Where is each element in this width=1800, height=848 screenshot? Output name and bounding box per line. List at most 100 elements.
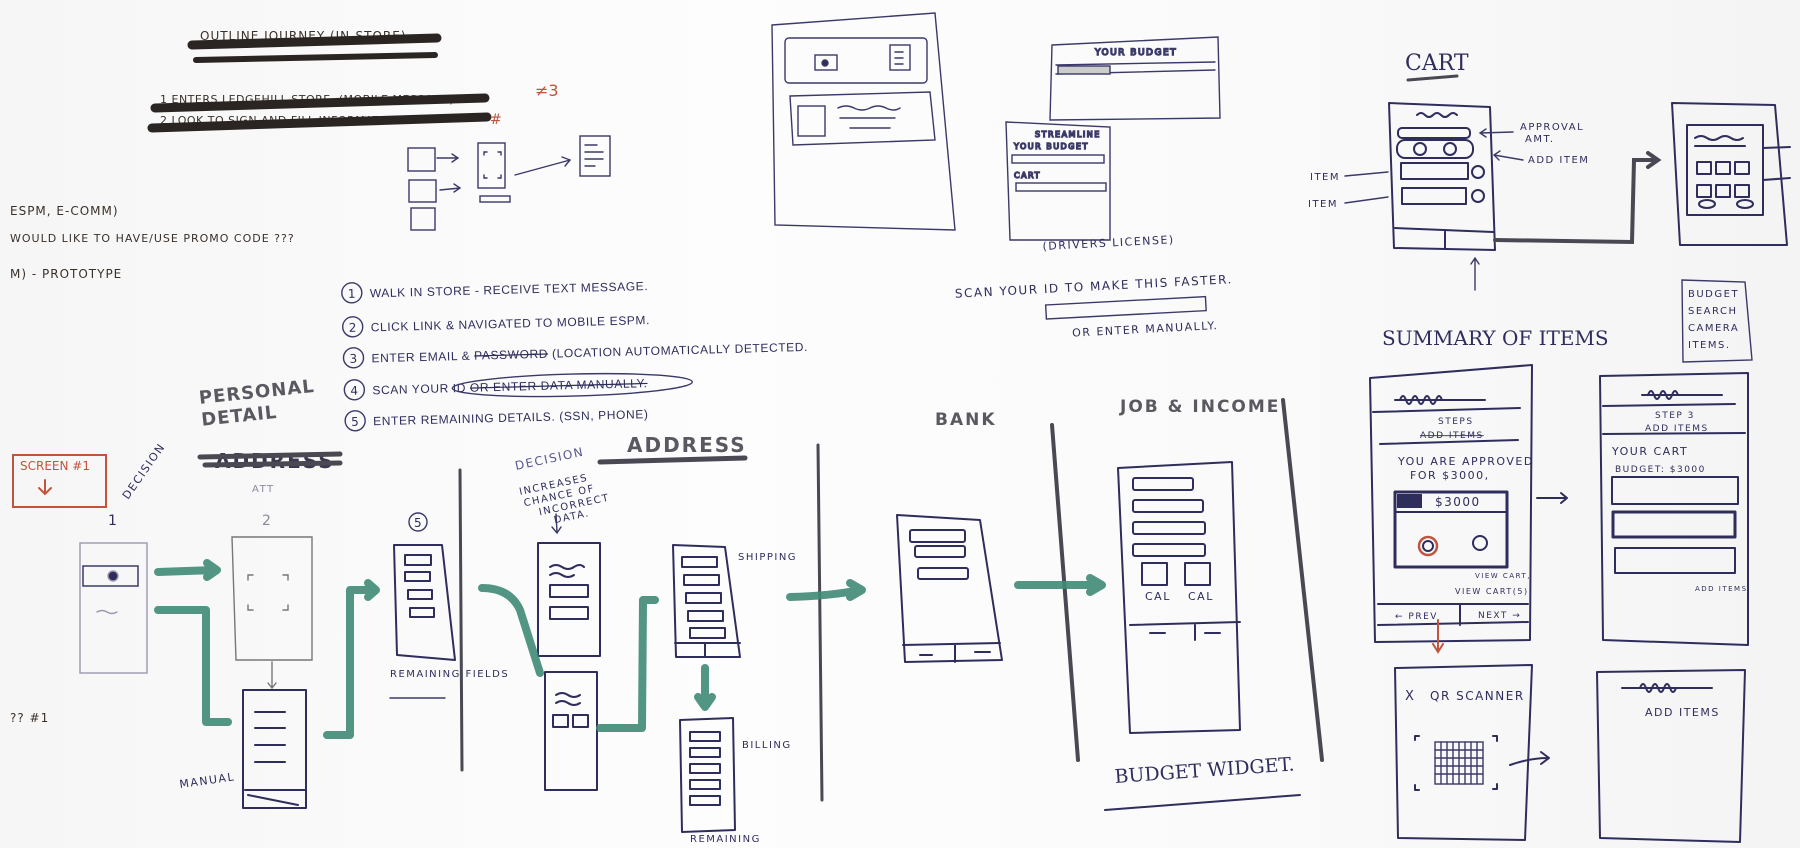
your-budget-label: YOUR BUDGET <box>1013 142 1089 151</box>
add-items-button[interactable]: ADD ITEMS <box>1695 585 1748 593</box>
add-items-label: ADD ITEMS <box>1645 424 1709 434</box>
arrow-down-icon <box>38 479 52 496</box>
screen-manual <box>242 689 307 809</box>
view-cart-link[interactable]: VIEW CART(5) <box>1455 587 1529 596</box>
arrow-icon <box>1344 171 1389 177</box>
decision-label: DECISION <box>514 445 586 473</box>
add-items-title: ADD ITEMS <box>1645 706 1720 719</box>
flow-connector <box>1493 151 1662 245</box>
steps-list: 1 WALK IN STORE - RECEIVE TEXT MESSAGE. … <box>341 279 808 432</box>
amount-label: $3000 <box>1435 495 1481 509</box>
budget-label: BUDGET: $3000 <box>1615 465 1706 475</box>
circle-number: 1 <box>108 513 118 529</box>
your-cart-label: YOUR CART <box>1611 445 1688 458</box>
item-label: ITEM <box>1308 199 1338 210</box>
manual-label: MANUAL <box>179 770 236 791</box>
underline <box>1406 74 1459 82</box>
arrow-up-icon <box>1470 256 1480 291</box>
close-icon[interactable]: X <box>1405 689 1415 704</box>
mini-flow-sketch <box>407 135 611 231</box>
screen-scan <box>231 536 313 690</box>
header-struck: OUTLINE JOURNEY (IN-STORE) 1 ENTERS LEDG… <box>147 29 559 133</box>
circled-annotation <box>451 372 693 398</box>
struck-label: VIEW CART, <box>1475 572 1531 580</box>
remaining-label: REMAINING <box>690 834 761 845</box>
section-heading: BANK <box>935 410 997 430</box>
screen-address-a <box>537 542 601 657</box>
screen-remaining-fields <box>393 544 456 661</box>
billing-label: BILLING <box>742 740 792 751</box>
address-section: DECISION ADDRESS INCREASESCHANCE OFINCOR… <box>478 433 797 845</box>
section-divider <box>1050 423 1080 762</box>
screen-add-items: ADD ITEMS <box>1596 669 1746 843</box>
step-number: 2 <box>349 321 359 335</box>
shipping-label: SHIPPING <box>738 552 797 563</box>
budget-title: YOUR BUDGET <box>1094 48 1177 58</box>
step-3: 3 ENTER EMAIL & PASSWORD (LOCATION AUTOM… <box>342 340 808 369</box>
arrow-left-icon <box>1492 150 1524 161</box>
flow-arrow <box>694 664 716 711</box>
flow-arrow <box>478 584 544 677</box>
note-line: ?? #1 <box>10 711 49 725</box>
streamline-label: STREAMLINE <box>1035 130 1101 139</box>
cal-label: CAL <box>1145 590 1171 603</box>
flow-arrow <box>154 559 221 581</box>
cal-label: CAL <box>1188 590 1214 603</box>
red-note-text: SCREEN #1 <box>20 459 90 473</box>
circle-number: 5 <box>414 516 423 530</box>
qr-title: QR SCANNER <box>1430 689 1525 703</box>
step-1: 1 WALK IN STORE - RECEIVE TEXT MESSAGE. <box>341 279 649 304</box>
personal-detail-section: ADDRESS SCREEN #1 DECISION 1 ATT 2 5 MAN… <box>12 441 509 809</box>
flow-arrow <box>323 579 380 739</box>
circle-number: 2 <box>262 513 272 529</box>
arrow-down-icon <box>1432 619 1444 654</box>
red-note-box <box>12 454 107 508</box>
arrow-left-icon <box>1478 128 1514 138</box>
cart-label: CART <box>1014 171 1041 180</box>
bank-section: BANK <box>896 410 1003 663</box>
section-heading: JOB & INCOME <box>1119 397 1280 417</box>
step-number: 5 <box>351 415 361 429</box>
step-number: 3 <box>349 352 359 366</box>
arrow-icon <box>1344 196 1389 204</box>
prev-button[interactable]: ← PREV <box>1395 612 1438 622</box>
screen-your-cart: STEP 3 ADD ITEMS YOUR CART BUDGET: $3000… <box>1599 372 1749 646</box>
screen-budget-search <box>1671 102 1791 246</box>
step-text: SCAN YOUR ID OR ENTER DATA MANUALLY. <box>372 376 648 397</box>
screen-bank <box>896 514 1003 663</box>
section-heading: SUMMARY OF ITEMS <box>1382 326 1609 350</box>
summary-section: SUMMARY OF ITEMS STEPS ADD ITEMS YOU ARE… <box>1369 326 1749 843</box>
step-2: 2 CLICK LINK & NAVIGATED TO MOBILE ESPM. <box>342 313 650 338</box>
arrow-right-icon <box>1536 492 1568 504</box>
step-text: WALK IN STORE - RECEIVE TEXT MESSAGE. <box>370 279 649 300</box>
flow-arrow <box>154 606 232 726</box>
section-divider <box>1281 398 1324 762</box>
section-heading: ADDRESS <box>627 433 747 457</box>
decision-label: DECISION <box>120 441 168 502</box>
strike-line <box>193 52 438 63</box>
arrow-down-icon <box>551 513 562 535</box>
flow-arrow <box>786 579 866 601</box>
struck-label: ADD ITEMS <box>1420 431 1484 441</box>
remaining-fields-label: REMAINING FIELDS <box>390 669 509 680</box>
screen-cart <box>1388 102 1496 251</box>
step-number: 4 <box>350 384 360 398</box>
strike-line <box>147 112 492 133</box>
next-button[interactable]: NEXT → <box>1478 611 1521 621</box>
step-text: ENTER REMAINING DETAILS. (SSN, PHONE) <box>373 407 649 428</box>
arrow-right-icon <box>1509 751 1550 766</box>
step-number: 1 <box>348 287 358 301</box>
budget-sketch: YOUR BUDGET STREAMLINE YOUR BUDGET CART <box>1005 36 1221 241</box>
screen-shipping <box>672 544 741 658</box>
step-5: 5 ENTER REMAINING DETAILS. (SSN, PHONE) <box>344 407 649 432</box>
camera-button-icon[interactable] <box>1417 535 1439 557</box>
underline <box>1104 794 1301 811</box>
add-item-label: ADD ITEM <box>1528 155 1589 166</box>
section-divider <box>458 468 464 772</box>
